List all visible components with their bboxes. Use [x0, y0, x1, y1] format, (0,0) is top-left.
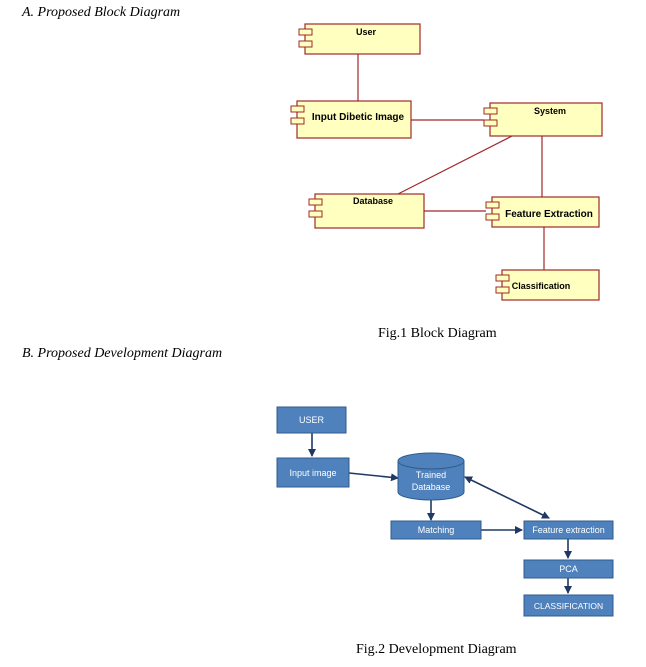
dev-box-pca: PCA [523, 559, 614, 579]
component-database: Database [308, 193, 425, 229]
dev-box-input-image-label: Input image [289, 468, 336, 478]
dev-cylinder-label-line1: Trained [416, 470, 446, 480]
section-a-heading: A. Proposed Block Diagram [22, 5, 181, 20]
dev-cylinder-label-line2: Database [412, 482, 451, 492]
component-user: User [298, 23, 421, 55]
dev-box-classification-label: CLASSIFICATION [534, 601, 603, 611]
component-input-image: Input Dibetic Image [290, 100, 412, 139]
dev-box-matching: Matching [390, 520, 482, 540]
component-feature-extraction-label: Feature Extraction [505, 209, 593, 220]
dev-box-feature-extraction: Feature extraction [523, 520, 614, 540]
component-system: System [483, 102, 603, 137]
arrow-input-database [348, 472, 399, 482]
component-user-label: User [356, 27, 377, 37]
dev-box-user-label: USER [299, 415, 325, 425]
component-system-label: System [534, 106, 566, 116]
dev-box-input-image: Input image [276, 457, 350, 488]
dev-box-user: USER [276, 406, 347, 434]
arrow-feature-database [464, 476, 550, 519]
component-database-label: Database [353, 196, 393, 206]
dev-box-pca-label: PCA [559, 564, 578, 574]
component-classification-label: Classification [512, 281, 571, 291]
section-b-heading: B. Proposed Development Diagram [22, 346, 223, 361]
fig1-caption: Fig.1 Block Diagram [378, 326, 497, 341]
connector-system-database [397, 135, 513, 195]
dev-box-classification: CLASSIFICATION [523, 594, 614, 617]
dev-box-matching-label: Matching [418, 525, 455, 535]
fig2-caption: Fig.2 Development Diagram [356, 642, 517, 657]
dev-cylinder-trained-database: Trained Database [397, 452, 465, 501]
component-classification: Classification [495, 269, 600, 301]
dev-box-feature-extraction-label: Feature extraction [532, 525, 605, 535]
component-feature-extraction: Feature Extraction [485, 196, 600, 228]
component-input-image-label: Input Dibetic Image [312, 112, 405, 123]
